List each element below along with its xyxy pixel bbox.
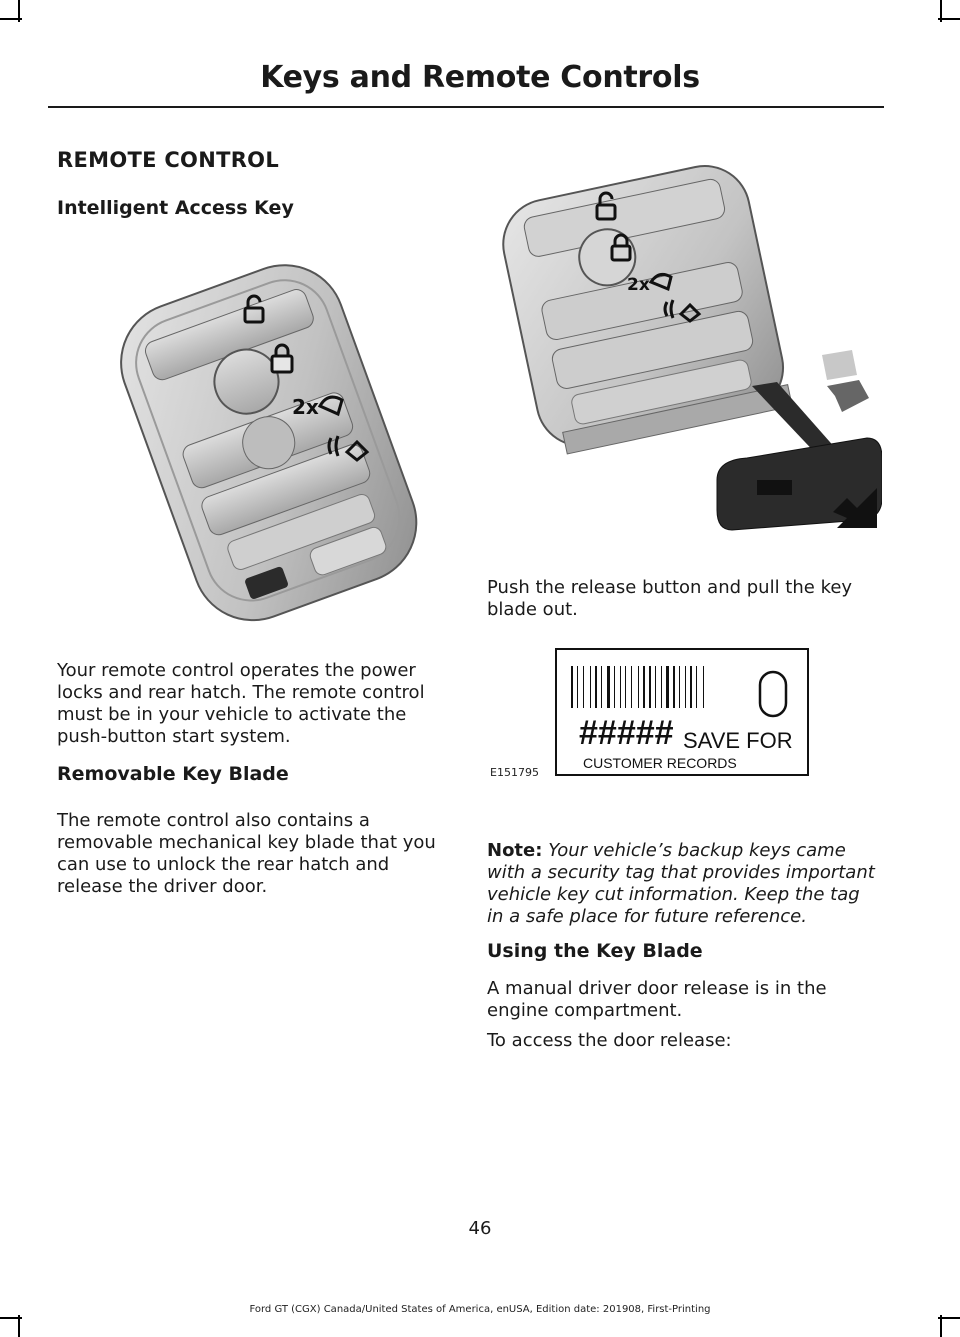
barcode-bar xyxy=(607,666,610,708)
tag-digits: ##### xyxy=(579,714,674,752)
using-key-blade-heading: Using the Key Blade xyxy=(487,940,703,962)
barcode-bar xyxy=(590,666,591,708)
removable-key-blade-paragraph: The remote control also contains a remov… xyxy=(57,810,436,897)
barcode-bar xyxy=(690,666,692,708)
crop-mark-top-left-v xyxy=(18,0,20,22)
barcode-bar xyxy=(631,666,632,708)
crop-mark-top-right-h xyxy=(938,18,960,20)
page-header-title: Keys and Remote Controls xyxy=(260,60,700,95)
note-label: Note: xyxy=(487,840,543,861)
tag-line-2: CUSTOMER RECORDS xyxy=(583,755,737,771)
crop-mark-bottom-left-v xyxy=(18,1315,20,1337)
barcode-bar xyxy=(595,666,597,708)
svg-text:2x: 2x xyxy=(292,395,319,419)
note-text: Your vehicle’s backup keys came with a s… xyxy=(487,840,875,927)
barcode-bar xyxy=(625,666,626,708)
barcode-bar xyxy=(649,666,651,708)
barcode-bar xyxy=(696,666,697,708)
intelligent-access-key-illustration: 2x xyxy=(120,264,418,622)
barcode-bar xyxy=(679,666,680,708)
push-arrow-icon xyxy=(833,488,877,528)
barcode-bar xyxy=(685,666,686,708)
barcode-bar xyxy=(666,666,669,708)
barcode-bar xyxy=(661,666,662,708)
section-title: REMOTE CONTROL xyxy=(57,148,280,172)
crop-mark-top-left-h xyxy=(0,18,22,20)
note-paragraph: Note: Your vehicle’s backup keys came wi… xyxy=(487,840,879,928)
unlock-icon xyxy=(243,294,265,324)
release-arrow-icon xyxy=(822,350,869,412)
crop-mark-bottom-left-h xyxy=(0,1317,22,1319)
barcode-bar xyxy=(583,666,584,708)
access-door-release-paragraph: To access the door release: xyxy=(487,1030,732,1051)
push-release-paragraph: Push the release button and pull the key… xyxy=(487,577,853,620)
crop-mark-top-right-v xyxy=(940,0,942,22)
barcode-bar xyxy=(638,666,639,708)
footer-edition: Ford GT (CGX) Canada/United States of Am… xyxy=(249,1304,711,1315)
barcode-bar xyxy=(571,666,573,708)
barcode-bar xyxy=(673,666,675,708)
barcode-bar xyxy=(655,666,656,708)
panic-alarm-icon xyxy=(327,435,370,462)
barcode xyxy=(571,666,704,708)
page-number: 46 xyxy=(468,1218,492,1239)
tag-hole-icon xyxy=(758,670,788,718)
section-subtitle: Intelligent Access Key xyxy=(57,197,294,219)
crop-mark-bottom-right-h xyxy=(938,1317,960,1319)
rear-hatch-icon: 2x xyxy=(292,395,344,419)
crop-mark-bottom-right-v xyxy=(940,1315,942,1337)
barcode-bar xyxy=(643,666,645,708)
barcode-bar xyxy=(601,666,602,708)
intro-paragraph: Your remote control operates the power l… xyxy=(57,660,425,747)
security-tag-illustration: ##### SAVE FOR CUSTOMER RECORDS xyxy=(555,648,809,776)
lock-icon xyxy=(610,233,632,262)
lock-icon xyxy=(270,343,294,374)
key-blade-removal-illustration: 2x xyxy=(502,165,882,531)
tag-line-1: SAVE FOR xyxy=(683,728,793,753)
using-key-blade-paragraph: A manual driver door release is in the e… xyxy=(487,978,827,1021)
panic-alarm-icon xyxy=(663,299,702,323)
barcode-bar xyxy=(614,666,615,708)
figure-code: E151795 xyxy=(490,766,539,779)
removable-key-blade-heading: Removable Key Blade xyxy=(57,763,289,785)
barcode-bar xyxy=(703,666,704,708)
svg-text:2x: 2x xyxy=(627,275,650,295)
unlock-icon xyxy=(595,191,617,221)
barcode-bar xyxy=(620,666,621,708)
header-rule xyxy=(48,106,884,108)
rear-hatch-icon: 2x xyxy=(627,272,673,295)
barcode-bar xyxy=(577,666,578,708)
